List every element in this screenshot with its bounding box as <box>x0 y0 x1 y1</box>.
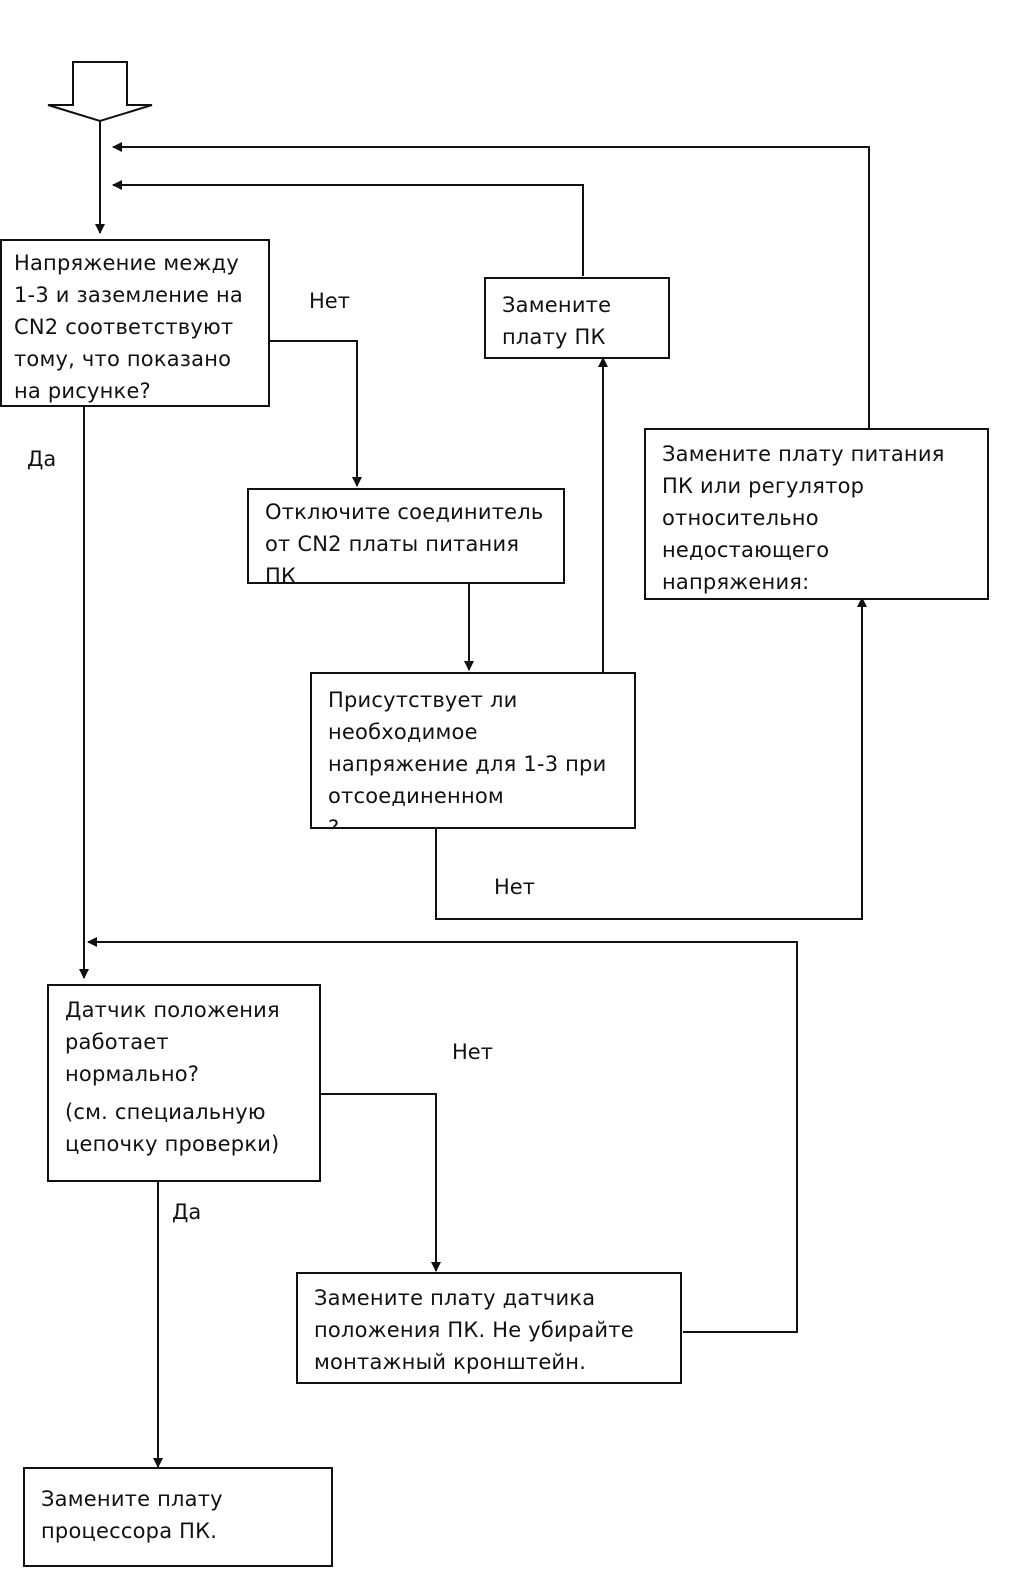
connector-sensor-loop <box>87 937 798 1333</box>
replace-cpu-board-text: Замените плату процессора ПК. <box>41 1487 223 1543</box>
voltage-check-decision: Напряжение между 1-3 и заземление на CN2… <box>0 239 270 407</box>
position-sensor-decision: Датчик положения работает нормально? (см… <box>47 984 321 1182</box>
replace-sensor-board-box: Замените плату датчика положения ПК. Не … <box>296 1272 682 1384</box>
position-sensor-note: (см. специальную цепочку проверки) <box>65 1100 280 1156</box>
replace-sensor-board-text: Замените плату датчика положения ПК. Не … <box>314 1286 634 1374</box>
replace-pc-board-box: Замените плату ПК <box>484 277 670 359</box>
connector-loop-outer <box>112 142 870 428</box>
replace-pc-board-text: Замените плату ПК <box>502 293 612 349</box>
position-sensor-text: Датчик положения работает нормально? <box>65 998 280 1086</box>
replace-cpu-board-box: Замените плату процессора ПК. <box>23 1467 333 1567</box>
label-yes-sensor: Да <box>172 1200 202 1224</box>
connector-present-no <box>435 597 867 920</box>
replace-power-board-box: Замените плату питания ПК или регулятор … <box>644 428 989 600</box>
label-yes-voltage: Да <box>27 447 57 471</box>
label-no-sensor: Нет <box>452 1040 493 1064</box>
voltage-check-text: Напряжение между 1-3 и заземление на CN2… <box>14 251 243 403</box>
disconnect-cn2-box: Отключите соединитель от CN2 платы питан… <box>247 488 565 584</box>
voltage-present-text: Присутствует ли необходимое напряжение д… <box>328 688 607 829</box>
connector-no-1 <box>268 340 362 487</box>
replace-power-board-text: Замените плату питания ПК или регулятор … <box>662 442 945 594</box>
connector-no-sensor <box>320 1093 441 1272</box>
label-no-voltage: Нет <box>309 289 350 313</box>
voltage-present-decision: Присутствует ли необходимое напряжение д… <box>310 672 636 829</box>
label-no-present: Нет <box>494 875 535 899</box>
entry-arrow <box>47 61 153 123</box>
disconnect-cn2-text: Отключите соединитель от CN2 платы питан… <box>265 500 544 584</box>
connector-loop-inner <box>112 180 584 276</box>
